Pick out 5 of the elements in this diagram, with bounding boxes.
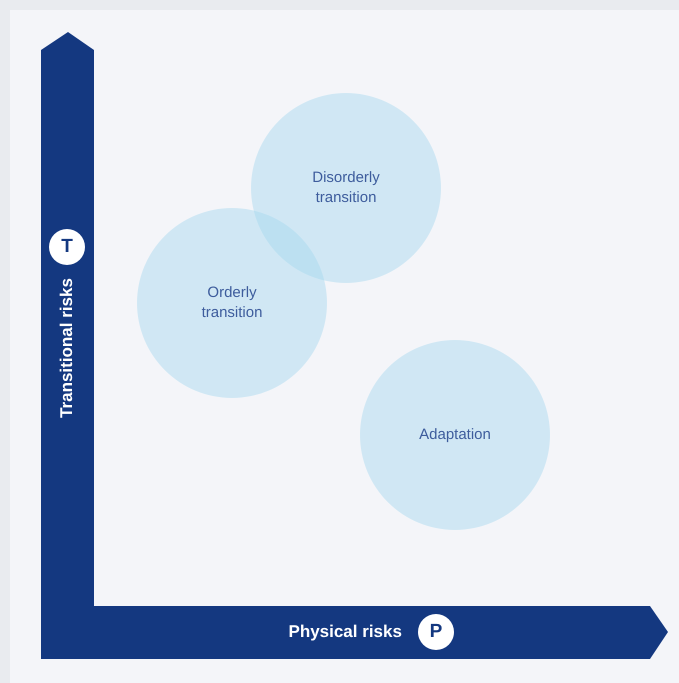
circle-label: Orderly transition: [200, 283, 264, 323]
axis-label: Transitional risks: [56, 278, 77, 418]
axis-label: Physical risks: [288, 622, 402, 642]
circle-label: Disorderly transition: [311, 168, 381, 208]
circle-label: Adaptation: [418, 425, 492, 445]
